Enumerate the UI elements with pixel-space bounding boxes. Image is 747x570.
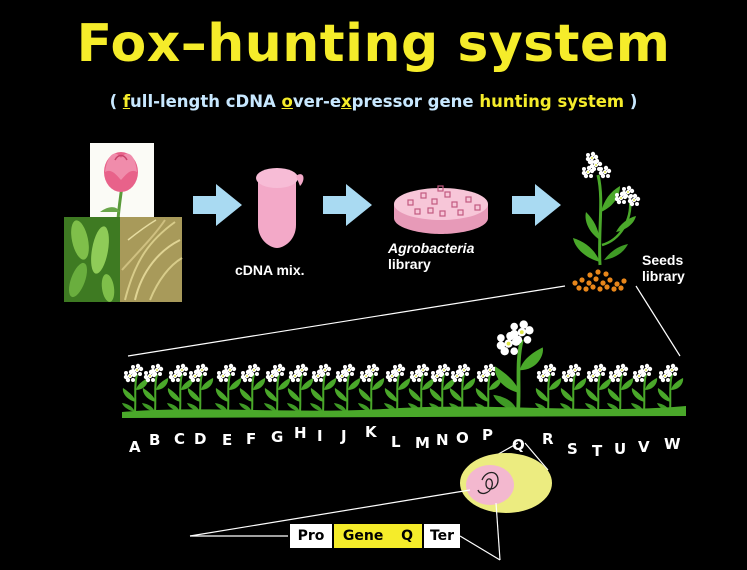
subtitle-part-2: ull-length cDNA: [130, 92, 282, 111]
plant-line-v: [631, 364, 657, 412]
plant-line-label-w: W: [664, 435, 681, 453]
plant-line-label-p: P: [482, 426, 493, 444]
plant-icon: [573, 151, 641, 266]
cell-icon: [460, 453, 552, 513]
plant-line-g: [264, 364, 290, 412]
seeds-library-label-line-1: Seeds: [642, 252, 684, 268]
plant-line-label-e: E: [222, 431, 233, 449]
agrobacteria-label-line-1: Agrobacteria: [388, 240, 475, 256]
plant-line-r: [535, 364, 561, 412]
plant-line-label-n: N: [436, 431, 449, 449]
subtitle-part-4: ver-e: [292, 92, 342, 111]
plant-line-label-h: H: [294, 424, 307, 442]
plant-line-label-c: C: [174, 430, 186, 448]
plant-line-w: [657, 364, 683, 412]
zoom-lines: [127, 285, 681, 357]
plant-line-label-q: Q: [512, 436, 525, 454]
plant-line-label-r: R: [542, 430, 554, 448]
seeds-library-label: Seeds library: [642, 252, 685, 284]
agrobacteria-label-line-2: library: [388, 256, 431, 272]
plant-line-label-m: M: [415, 434, 430, 452]
seeds-library-label-line-2: library: [642, 268, 685, 284]
page-title: Fox–hunting system: [76, 14, 671, 74]
plant-line-label-s: S: [567, 440, 578, 458]
plant-line-k: [358, 364, 384, 412]
plant-line-label-o: O: [456, 429, 469, 447]
plant-line-j: [334, 364, 360, 412]
flower-photo: [90, 143, 154, 227]
cdna-mix-label: cDNA mix.: [235, 262, 305, 278]
plant-line-label-d: D: [194, 430, 207, 448]
seeds-icon: [572, 269, 627, 292]
plant-line-i: [310, 364, 336, 412]
plant-line-label-j: J: [341, 427, 347, 445]
plant-line-u: [607, 364, 633, 412]
plant-row: [122, 320, 683, 412]
plant-line-label-i: I: [317, 427, 323, 445]
plant-line-l: [384, 364, 410, 412]
gene-box: Gene Q: [334, 524, 422, 548]
arrow-right-icon: [512, 184, 561, 226]
plant-line-label-v: V: [638, 438, 650, 456]
ground-strip: [122, 406, 686, 418]
gene-label: Gene: [342, 528, 384, 544]
gene-id-label: Q: [401, 528, 414, 544]
soybean-photo: [64, 217, 120, 302]
subtitle-part-6: pressor gene: [351, 92, 480, 111]
plant-line-label-t: T: [592, 442, 603, 460]
plant-line-f: [239, 364, 265, 412]
subtitle-hunting: hunting system: [479, 92, 625, 111]
plant-line-h: [287, 364, 313, 412]
plant-line-o: [449, 364, 475, 412]
plant-line-label-l: L: [391, 433, 401, 451]
subtitle: ( full-length cDNA over-expressor gene h…: [0, 92, 747, 111]
subtitle-close-paren: ): [629, 92, 638, 111]
plant-line-b: [142, 364, 168, 412]
rice-photo: [120, 217, 183, 302]
subtitle-o: o: [281, 92, 293, 111]
plant-line-label-f: F: [246, 430, 257, 448]
plant-line-label-u: U: [614, 440, 627, 458]
plant-line-e: [215, 364, 241, 412]
plant-line-label-b: B: [149, 431, 161, 449]
plant-line-s: [560, 364, 586, 412]
plant-line-t: [585, 364, 611, 412]
arrow-right-icon: [193, 184, 242, 226]
plant-line-label-a: A: [129, 438, 141, 456]
subtitle-open-paren: (: [109, 92, 118, 111]
plant-line-q: [493, 320, 543, 412]
tube-icon: [256, 168, 304, 248]
plant-line-d: [187, 364, 213, 412]
subtitle-f: f: [122, 92, 131, 111]
promoter-box: Pro: [290, 524, 332, 548]
plant-line-label-g: G: [271, 428, 284, 446]
petri-dish-icon: [394, 185, 488, 234]
agrobacteria-label: Agrobacteria library: [388, 240, 474, 272]
zoom-lines-construct: [189, 489, 501, 561]
subtitle-x: x: [341, 92, 352, 111]
plant-line-label-k: K: [365, 423, 377, 441]
terminator-box: Ter: [424, 524, 460, 548]
arrow-right-icon: [323, 184, 372, 226]
